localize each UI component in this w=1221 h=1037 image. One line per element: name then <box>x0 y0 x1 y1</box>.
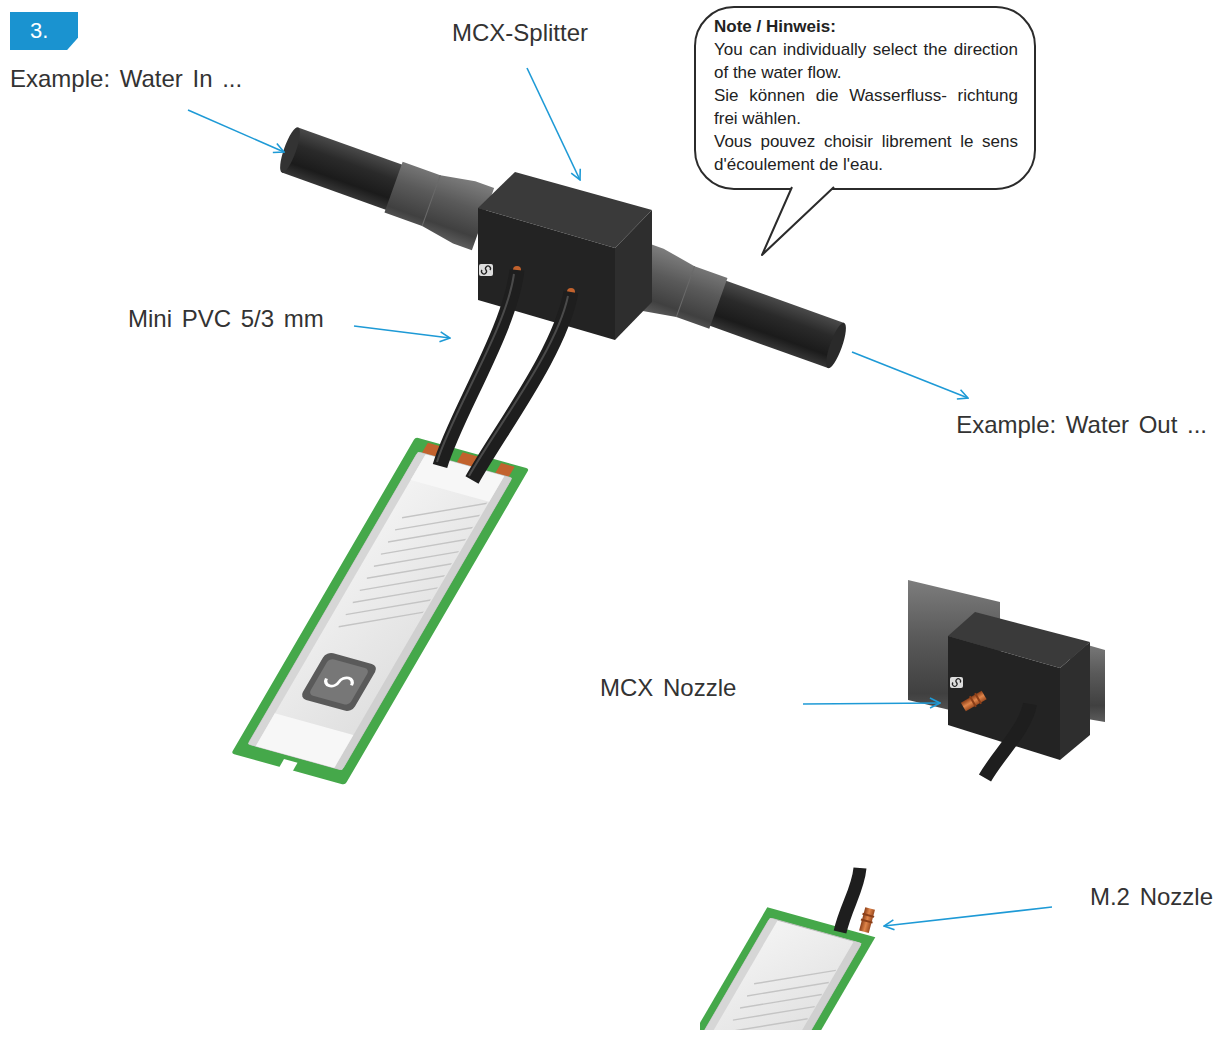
m2-nozzle-inset <box>754 953 836 1002</box>
part-label: MCX Nozzle <box>600 673 736 703</box>
mini-pvc-tube <box>472 292 571 480</box>
splitter-block <box>615 210 652 340</box>
m2-module <box>248 452 512 770</box>
m2-module <box>339 592 429 646</box>
part-label: MCX-Splitter <box>452 18 588 48</box>
m2-nozzle-inset <box>859 907 875 933</box>
mini-pvc-tube <box>469 296 568 476</box>
m2-nozzle-inset <box>740 977 822 1026</box>
m2-nozzle-inset <box>861 919 873 924</box>
mini-pvc-tube <box>437 274 514 462</box>
part-label: M.2 Nozzle <box>1090 882 1213 912</box>
leader-line <box>852 352 968 398</box>
mcx-nozzle-inset <box>985 704 1030 778</box>
leader-line <box>884 907 1052 926</box>
m2-module <box>334 476 512 770</box>
node-heading: Note / Hinweis: <box>714 15 1018 38</box>
main-hose <box>382 156 494 250</box>
m2-module <box>395 495 485 549</box>
m2-nozzle-inset <box>840 868 860 932</box>
m2-nozzle-inset <box>747 965 829 1014</box>
m2-module <box>367 544 457 598</box>
m2-module <box>323 673 355 691</box>
m2-nozzle-inset <box>783 941 861 1030</box>
m2-module <box>381 520 471 574</box>
note-callout: Note / Hinweis:You can individually sele… <box>694 6 1036 190</box>
mcx-nozzle-inset <box>952 679 960 687</box>
callout-tail <box>762 187 834 255</box>
node-heading: 3. <box>30 18 78 44</box>
m2-module <box>231 437 529 786</box>
m2-module <box>374 532 464 586</box>
mcx-nozzle-inset <box>908 580 1105 778</box>
mcx-nozzle-inset <box>961 691 987 712</box>
splitter-block <box>482 266 491 274</box>
m2-module <box>360 556 450 610</box>
node-text: Sie können die Wasserfluss- richtung fre… <box>714 84 1018 130</box>
m2-module <box>279 759 298 771</box>
m2-module <box>402 483 492 537</box>
mcx-nozzle-inset <box>974 693 982 704</box>
leader-line <box>188 68 1052 926</box>
leader-line <box>527 68 580 180</box>
mcx-nozzle-inset <box>969 696 977 707</box>
m2-nozzle-inset <box>726 953 836 1030</box>
splitter-block <box>479 264 493 276</box>
m2-nozzle-inset <box>858 907 876 933</box>
m2-module <box>248 452 426 746</box>
main-hose <box>422 175 440 226</box>
mcx-nozzle-inset <box>950 677 963 688</box>
flow-label: Example: Water Out ... <box>956 410 1207 440</box>
part-label: Mini PVC 5/3 mm <box>128 304 324 334</box>
m2-module <box>339 483 492 646</box>
main-hose <box>822 321 849 370</box>
m2-module <box>346 580 436 634</box>
m2-nozzle-inset <box>700 868 876 1030</box>
mcx-nozzle-inset <box>960 690 987 712</box>
step-badge: 3. <box>10 12 78 50</box>
m2-module <box>231 437 529 785</box>
m2-nozzle-inset <box>700 918 778 1030</box>
mini-pvc-tube <box>437 270 571 480</box>
node-text: You can individually select the directio… <box>714 38 1018 84</box>
leader-line <box>354 326 450 338</box>
m2-nozzle-inset <box>700 907 875 1030</box>
m2-nozzle-inset <box>726 1001 808 1030</box>
m2-module <box>299 651 378 712</box>
leader-line <box>803 703 940 704</box>
main-hose <box>676 266 694 317</box>
m2-module <box>308 658 370 706</box>
m2-nozzle-inset <box>862 913 874 918</box>
m2-nozzle-inset <box>700 918 862 1030</box>
m2-nozzle-inset <box>700 907 875 1030</box>
m2-module <box>353 568 443 622</box>
mcx-nozzle-inset <box>1060 642 1090 760</box>
leader-line <box>188 110 284 152</box>
m2-module <box>388 507 478 561</box>
node-text: Vous pouvez choisir librement le sens d'… <box>714 130 1018 176</box>
m2-module <box>256 713 354 768</box>
flow-label: Example: Water In ... <box>10 64 242 94</box>
